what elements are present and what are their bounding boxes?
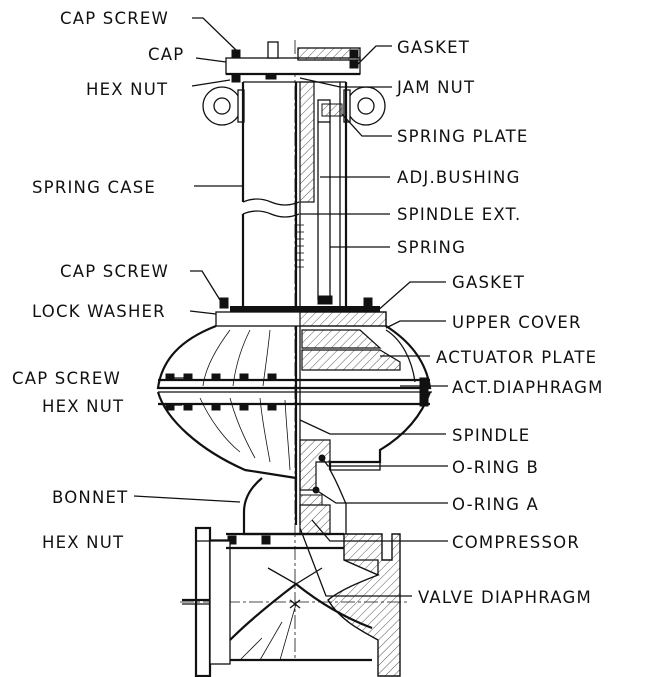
label-jam-nut: JAM NUT (396, 78, 475, 97)
top-cap-assembly (225, 41, 361, 83)
label-spindle: SPINDLE (452, 426, 530, 445)
valve-body (182, 526, 401, 677)
label-valve-diaphragm: VALVE DIAPHRAGM (418, 588, 592, 607)
label-gasket-mid: GASKET (452, 273, 525, 292)
label-spring-case: SPRING CASE (32, 178, 156, 197)
label-lock-washer: LOCK WASHER (32, 302, 166, 321)
label-spring: SPRING (397, 238, 466, 257)
label-cap-screw-mid: CAP SCREW (60, 262, 169, 281)
label-cap-screw-top: CAP SCREW (60, 9, 169, 28)
label-compressor: COMPRESSOR (452, 533, 580, 552)
adjusting-bushing (299, 81, 343, 300)
label-upper-cover: UPPER COVER (452, 313, 582, 332)
label-hex-nut-left: HEX NUT (42, 397, 124, 416)
label-cap-screw-left: CAP SCREW (12, 369, 121, 388)
lifting-eye-right (343, 86, 386, 126)
label-adj-bushing: ADJ.BUSHING (397, 168, 521, 187)
label-bonnet: BONNET (52, 488, 128, 507)
label-gasket-top: GASKET (397, 38, 470, 57)
label-o-ring-a: O-RING A (452, 495, 539, 514)
label-hex-nut-top: HEX NUT (86, 80, 168, 99)
label-hex-nut-bottom: HEX NUT (42, 533, 124, 552)
label-actuator-plate: ACTUATOR PLATE (436, 348, 597, 367)
diaphragm-clamp-bolts (158, 373, 432, 411)
spring-seat (317, 295, 333, 305)
label-cap: CAP (148, 45, 184, 64)
label-act-diaphragm: ACT.DIAPHRAGM (452, 378, 604, 397)
bonnet (227, 439, 347, 545)
leader-lines (133, 17, 448, 597)
label-o-ring-b: O-RING B (452, 458, 539, 477)
actuator-housing (156, 324, 432, 480)
label-spindle-ext: SPINDLE EXT. (397, 205, 521, 224)
lifting-eye-left (202, 86, 245, 126)
upper-cover-flange (215, 297, 387, 327)
label-spring-plate: SPRING PLATE (397, 127, 529, 146)
spindle-threads (296, 224, 304, 268)
